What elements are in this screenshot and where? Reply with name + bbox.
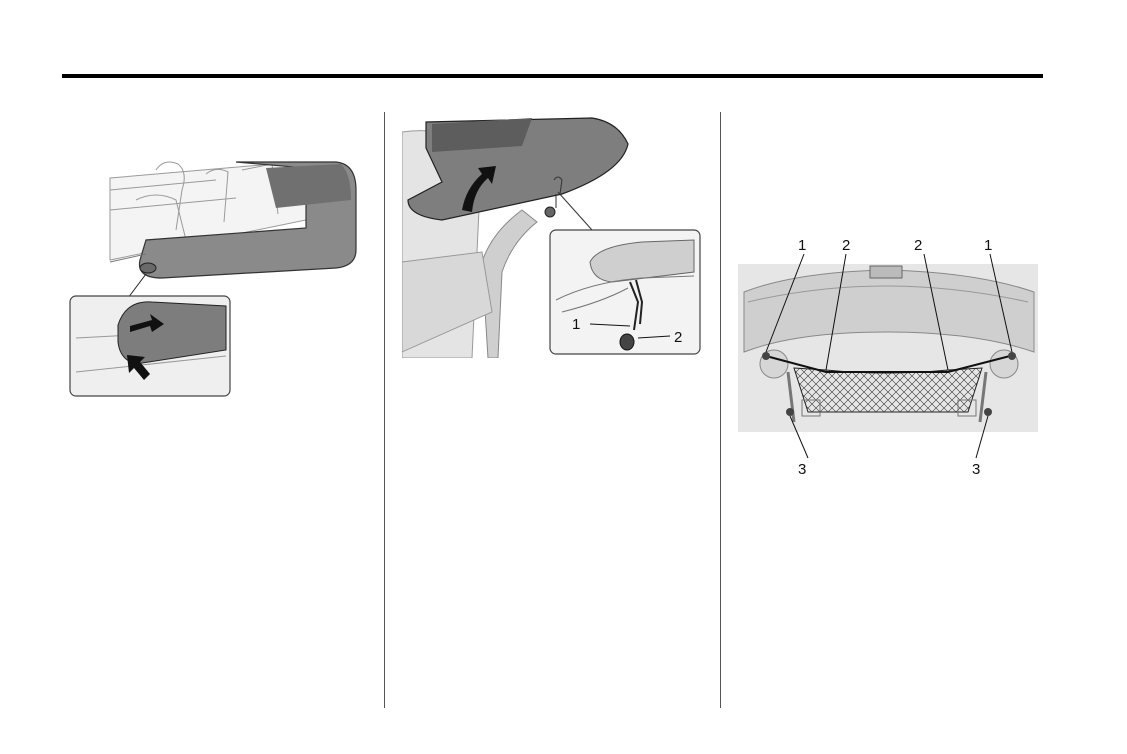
callout-bottom-1: 3 — [798, 461, 806, 478]
callout-top-2: 2 — [842, 237, 850, 254]
header-rule — [62, 74, 1043, 78]
column-divider-left — [384, 112, 385, 708]
tonneau-cover-lift-illustration: 1 2 — [402, 112, 702, 358]
callout-top-1: 1 — [798, 237, 806, 254]
callout-bottom-2: 3 — [972, 461, 980, 478]
callout-top-4: 1 — [984, 237, 992, 254]
soft-top-cover-release-illustration — [69, 161, 357, 397]
callout-top-3: 2 — [914, 237, 922, 254]
column-divider-right — [720, 112, 721, 708]
cargo-net-illustration: 1 2 2 1 3 3 — [738, 237, 1038, 478]
callout-2: 2 — [674, 329, 682, 346]
callout-1: 1 — [572, 316, 580, 333]
